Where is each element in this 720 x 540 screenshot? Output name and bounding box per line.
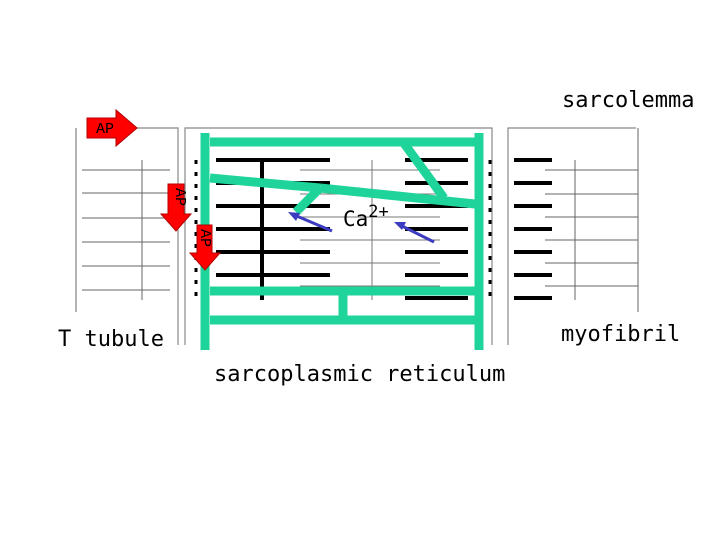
myofibril-label: myofibril <box>561 322 680 347</box>
ca-arrow-left-head <box>288 212 300 221</box>
ap-label: AP <box>196 229 213 247</box>
sr-tubule <box>210 178 320 188</box>
sarcoplasmic-reticulum-label: sarcoplasmic reticulum <box>214 362 505 387</box>
ap-arrow-horizontal: AP <box>87 110 137 146</box>
left-myofibril <box>76 128 170 312</box>
sarcoplasmic-reticulum <box>205 133 479 350</box>
right-myofibril <box>514 128 638 312</box>
ap-label: AP <box>171 188 188 206</box>
t-tubule-left-wall <box>135 128 178 345</box>
sarcolemma-label: sarcolemma <box>562 88 694 113</box>
ap-label: AP <box>96 121 114 138</box>
sr-tubule <box>296 188 320 212</box>
sr-tubule <box>320 188 475 204</box>
action-potential-arrows: AP AP AP <box>87 110 220 270</box>
ap-arrow-vertical-1: AP <box>161 184 191 231</box>
calcium-label: Ca2+ <box>343 202 389 231</box>
t-tubule-label: T tubule <box>58 327 164 352</box>
